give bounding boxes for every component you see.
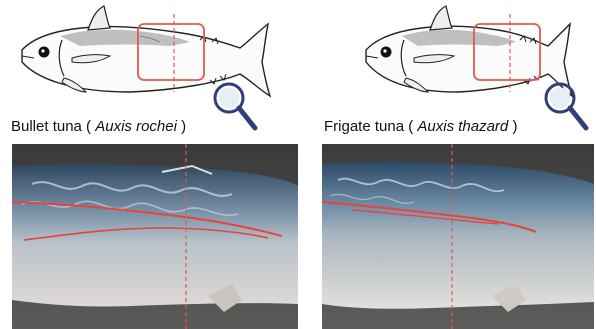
paren-open: ( [404,118,417,135]
paren-close: ) [177,118,186,135]
magnifier-icon [546,84,586,128]
caption-frigate-tuna: Frigate tuna ( Auxis thazard ) [324,118,517,135]
common-name: Frigate tuna [324,118,404,135]
scientific-name: Auxis thazard [417,118,508,135]
dorsal-fin [88,6,110,30]
frigate-tuna-photo [322,144,594,329]
panel-frigate-tuna: Frigate tuna ( Auxis thazard ) [298,0,596,329]
magnifier-icon [215,84,255,128]
paren-close: ) [508,118,517,135]
bullet-tuna-photo [12,144,298,329]
panel-bullet-tuna: Bullet tuna ( Auxis rochei ) [0,0,298,329]
scientific-name: Auxis rochei [95,118,177,135]
common-name: Bullet tuna [11,118,82,135]
paren-open: ( [82,118,95,135]
caption-bullet-tuna: Bullet tuna ( Auxis rochei ) [11,118,186,135]
dorsal-fin [430,6,452,30]
